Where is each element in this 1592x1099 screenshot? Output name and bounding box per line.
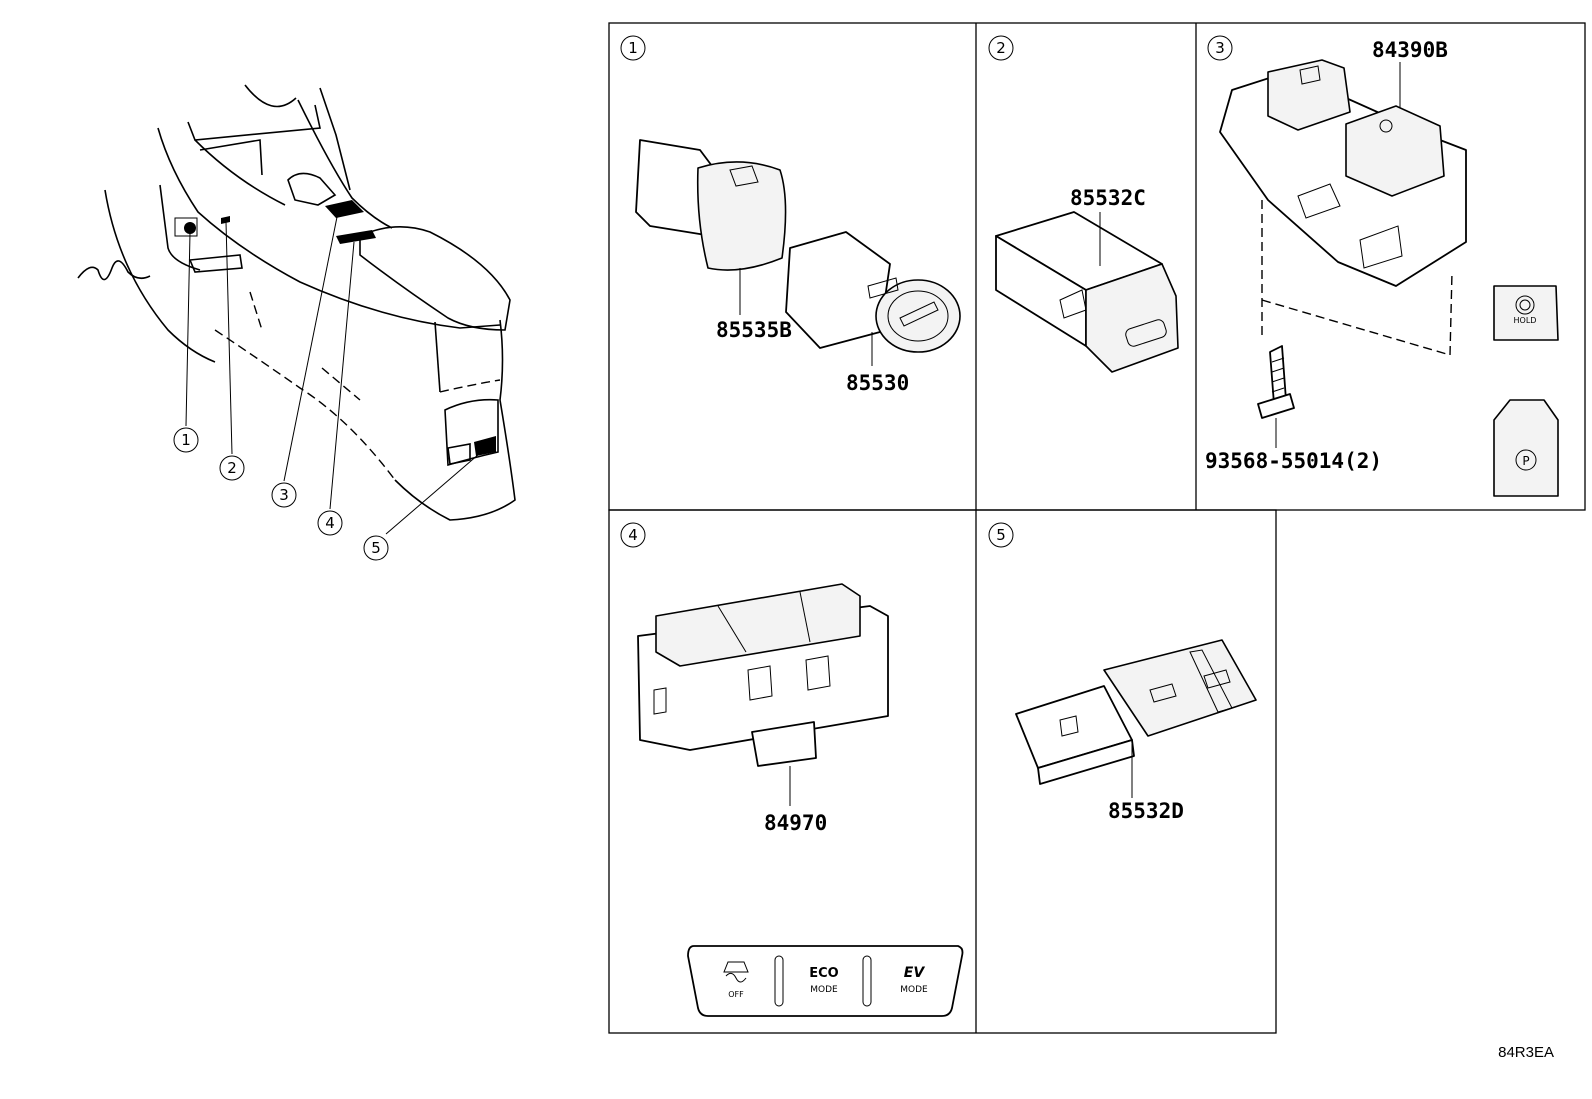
traction-off-label: OFF bbox=[728, 990, 744, 999]
svg-text:5: 5 bbox=[996, 526, 1006, 544]
panel-4: 4 84970 OFF ECO MODE bbox=[620, 522, 964, 1017]
callout-2: 2 bbox=[219, 455, 245, 481]
ev-label: EV bbox=[904, 965, 926, 981]
part-number-85532c: 85532C bbox=[1070, 186, 1146, 210]
panel-2: 2 85532C bbox=[988, 35, 1179, 373]
panel-number-3: 3 bbox=[1207, 35, 1233, 61]
eco-mode-label: MODE bbox=[810, 985, 838, 995]
hold-label: HOLD bbox=[1514, 316, 1537, 325]
hold-button-inset: HOLD bbox=[1493, 285, 1559, 341]
panel-1: 1 85535B 85530 bbox=[620, 35, 961, 395]
panel-number-4: 4 bbox=[620, 522, 646, 548]
svg-text:2: 2 bbox=[996, 39, 1006, 57]
panel-grid bbox=[608, 22, 1586, 1034]
drive-mode-switch-84970 bbox=[637, 583, 889, 767]
svg-text:4: 4 bbox=[325, 514, 335, 532]
panel-number-2: 2 bbox=[988, 35, 1014, 61]
part-number-85532d: 85532D bbox=[1108, 799, 1184, 823]
panel-number-5: 5 bbox=[988, 522, 1014, 548]
parking-label: P bbox=[1522, 454, 1529, 468]
svg-text:3: 3 bbox=[1215, 39, 1225, 57]
usb-port-85532d bbox=[1015, 639, 1257, 785]
svg-text:5: 5 bbox=[371, 539, 381, 557]
callout-1: 1 bbox=[173, 427, 199, 453]
console-overview: 1 2 3 4 5 bbox=[77, 84, 516, 561]
panel-5: 5 85532D bbox=[988, 522, 1257, 823]
eco-mode-button: ECO MODE bbox=[809, 966, 838, 995]
part-number-85530: 85530 bbox=[846, 371, 909, 395]
part-number-93568-55014: 93568-55014(2) bbox=[1205, 449, 1382, 473]
drive-mode-face-inset: OFF ECO MODE EV MODE bbox=[687, 945, 964, 1017]
svg-text:3: 3 bbox=[279, 486, 289, 504]
callout-3: 3 bbox=[271, 482, 297, 508]
svg-text:2: 2 bbox=[227, 459, 237, 477]
parking-button-inset: P bbox=[1493, 399, 1559, 497]
callout-4: 4 bbox=[317, 510, 343, 536]
usb-port-85532c bbox=[995, 211, 1179, 373]
parking-brake-switch bbox=[1219, 59, 1467, 287]
traction-control-button: OFF bbox=[723, 961, 749, 999]
power-outlet-cover bbox=[635, 139, 787, 271]
power-outlet-socket bbox=[785, 231, 961, 353]
svg-text:1: 1 bbox=[181, 431, 191, 449]
panel-3: 3 84390B 93568-55014(2) HOLD bbox=[1205, 35, 1559, 497]
svg-text:4: 4 bbox=[628, 526, 638, 544]
eco-label: ECO bbox=[809, 966, 838, 981]
part-number-84390b: 84390B bbox=[1372, 38, 1448, 62]
diagram-reference-code: 84R3EA bbox=[1498, 1044, 1554, 1061]
svg-text:1: 1 bbox=[628, 39, 638, 57]
part-number-85535b: 85535B bbox=[716, 318, 792, 342]
screw-93568-55014 bbox=[1257, 345, 1295, 419]
ev-mode-label: MODE bbox=[900, 985, 928, 995]
part-number-84970: 84970 bbox=[764, 811, 827, 835]
ev-mode-button: EV MODE bbox=[900, 965, 928, 995]
panel-number-1: 1 bbox=[620, 35, 646, 61]
callout-5: 5 bbox=[363, 535, 389, 561]
